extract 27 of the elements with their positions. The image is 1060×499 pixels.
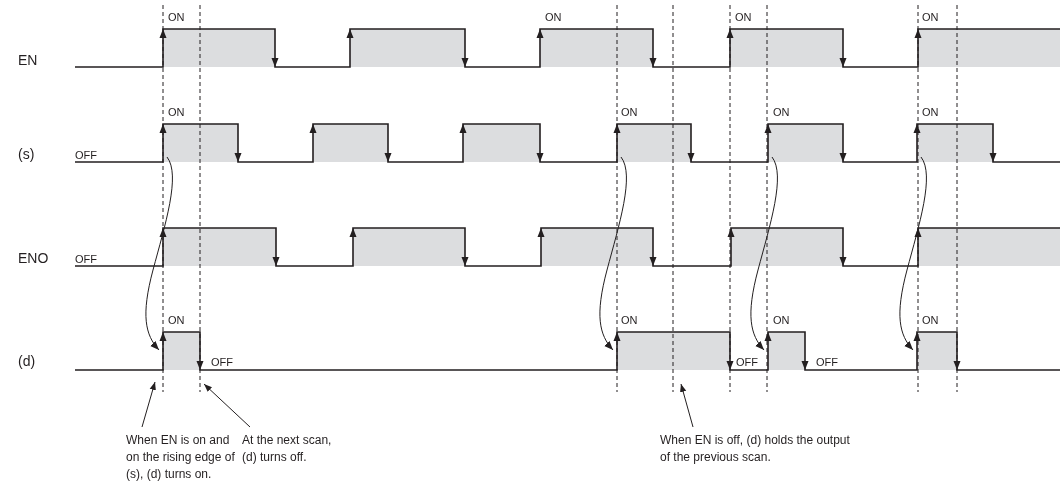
leader-line [141, 381, 156, 428]
state-label: OFF [736, 357, 758, 368]
note-text: When EN is on and on the rising edge of (s), (d) turns on. [126, 433, 235, 481]
state-label: ON [773, 315, 790, 326]
state-label: ON [621, 315, 638, 326]
state-label: ON [621, 107, 638, 118]
leader-line [203, 383, 251, 428]
signal-name: EN [18, 53, 38, 67]
state-label: OFF [75, 254, 97, 265]
state-label: OFF [211, 357, 233, 368]
signal-name: (d) [18, 354, 36, 368]
state-label: ON [168, 12, 185, 23]
note-text: When EN is off, (d) holds the output of the previous scan. [660, 433, 850, 464]
state-label: ON [922, 107, 939, 118]
state-label: ON [545, 12, 562, 23]
leader-line [680, 383, 694, 428]
signal-name: (s) [18, 147, 35, 161]
state-label: ON [168, 107, 185, 118]
note-text: At the next scan, (d) turns off. [242, 433, 332, 464]
signal-name: ENO [18, 251, 49, 265]
state-label: OFF [816, 357, 838, 368]
state-label: ON [735, 12, 752, 23]
state-label: OFF [75, 150, 97, 161]
state-label: ON [922, 12, 939, 23]
state-label: ON [168, 315, 185, 326]
state-label: ON [922, 315, 939, 326]
state-label: ON [773, 107, 790, 118]
